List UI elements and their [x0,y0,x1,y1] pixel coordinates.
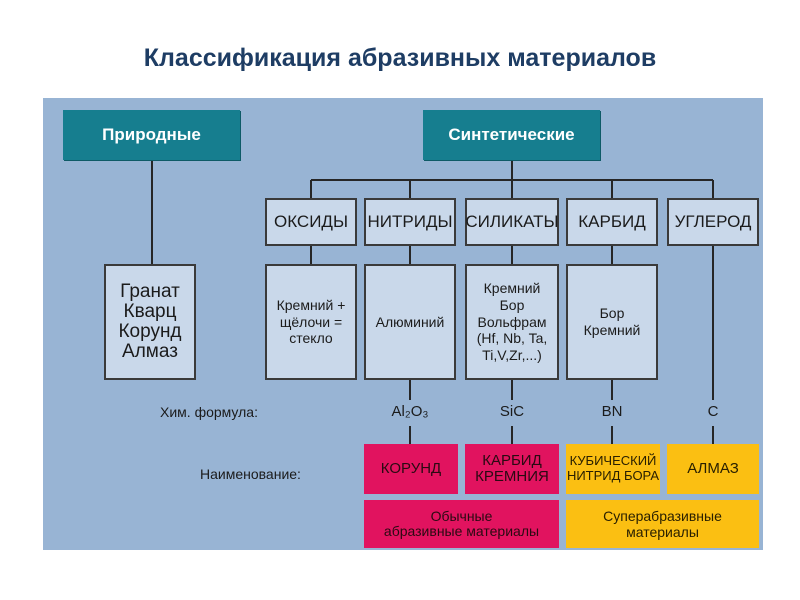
group-conventional: Обычные абразивные материалы [364,500,559,548]
category-carbon: УГЛЕРОД [667,198,759,246]
category-carbides: КАРБИД [566,198,658,246]
name-row-label: Наименование: [200,466,301,482]
name-diamond: АЛМАЗ [667,444,759,494]
formula-bn: BN [601,403,623,420]
name-cubic-boron-nitride: КУБИЧЕСКИЙ НИТРИД БОРА [566,444,660,494]
group-superabrasive: Суперабразивные материалы [566,500,759,548]
detail-oxides: Кремний + щёлочи = стекло [265,264,357,380]
category-silicates: СИЛИКАТЫ [465,198,559,246]
category-oxides: ОКСИДЫ [265,198,357,246]
formula-sic: SiC [499,403,525,420]
detail-nitrides: Алюминий [364,264,456,380]
page-title: Классификация абразивных материалов [143,44,657,72]
name-corundum: КОРУНД [364,444,458,494]
category-nitrides: НИТРИДЫ [364,198,456,246]
synthetic-header: Синтетические [423,110,600,160]
detail-silicates: Кремний Бор Вольфрам (Hf, Nb, Ta, Ti,V,Z… [465,264,559,380]
formula-c: C [707,403,719,420]
natural-header: Природные [63,110,240,160]
formula-al2o3: Al₂O₃ [391,403,429,420]
natural-items: Гранат Кварц Корунд Алмаз [104,264,196,380]
formula-row-label: Хим. формула: [160,404,258,420]
detail-carbides: Бор Кремний [566,264,658,380]
name-silicon-carbide: КАРБИД КРЕМНИЯ [465,444,559,494]
